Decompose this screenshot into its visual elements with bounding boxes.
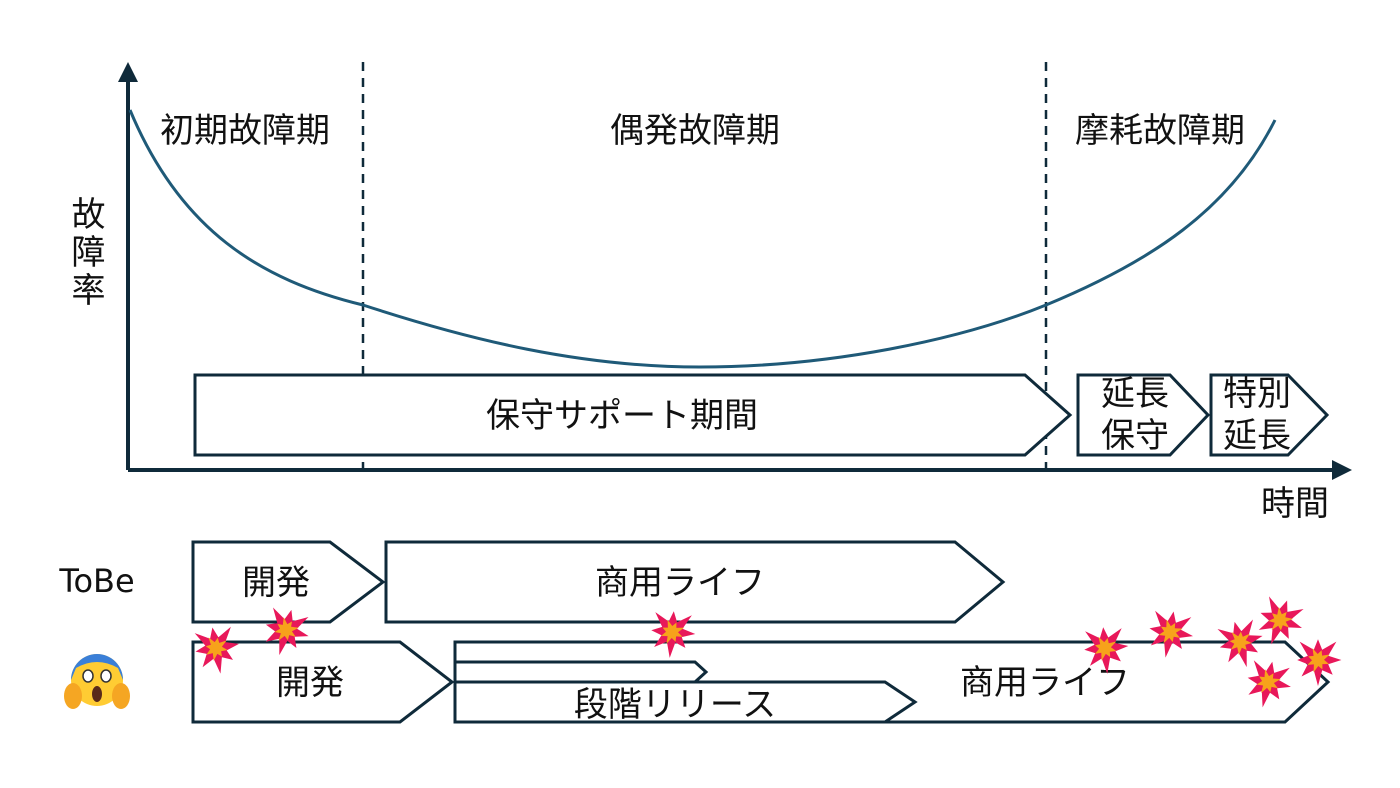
explosion-inner [1307, 648, 1330, 673]
explosion-icon [1258, 596, 1304, 645]
tobe-life-arrow [384, 540, 1006, 624]
explosion-inner [1268, 607, 1293, 631]
extended-support-label-1: 延長 [1101, 374, 1169, 414]
explosion-icon [1084, 627, 1129, 674]
x-axis-arrowhead [1332, 460, 1352, 480]
asis-staged-release-arrow [453, 680, 918, 724]
explosion-inner [661, 619, 685, 644]
asis-dev-label: 開発 [276, 663, 344, 703]
special-extension-label-1: 特別 [1223, 374, 1291, 414]
extended-support-arrow [1076, 373, 1211, 457]
y-axis-label: 故障率 [65, 196, 105, 310]
support-period-label: 保守サポート期間 [486, 396, 758, 436]
special-extension-label-2: 延長 [1223, 416, 1291, 456]
x-axis-label: 時間 [1261, 484, 1329, 524]
explosion-inner [1229, 631, 1252, 655]
explosion-icon [265, 607, 309, 656]
explosion-inner [1256, 669, 1281, 693]
phase-label-early: 初期故障期 [160, 111, 330, 151]
explosion-icon [194, 626, 239, 674]
explosion-icon [1247, 660, 1291, 708]
y-axis-arrowhead [118, 62, 138, 82]
special-extension-arrow [1209, 373, 1330, 457]
explosion-inner [1094, 636, 1117, 661]
phase-label-random: 偶発故障期 [610, 111, 780, 151]
asis-staged-release-arrow-small [453, 660, 709, 684]
tobe-dev-arrow [191, 540, 386, 624]
asis-dev-arrow [191, 640, 455, 724]
support-period-arrow [193, 373, 1073, 457]
explosion-inner [274, 617, 299, 641]
explosion-icon [1217, 619, 1263, 668]
scared-face-icon [64, 654, 130, 709]
explosion-icon [1149, 610, 1193, 658]
tobe-dev-label: 開発 [242, 563, 310, 603]
explosion-inner [205, 637, 228, 661]
tobe-label: ToBe [58, 562, 134, 600]
asis-life-label: 商用ライフ [960, 663, 1130, 703]
tobe-life-label: 商用ライフ [595, 563, 765, 603]
explosion-icon [1297, 639, 1342, 686]
phase-label-wearout: 摩耗故障期 [1075, 111, 1245, 151]
extended-support-label-2: 保守 [1101, 416, 1169, 456]
explosion-icon [651, 611, 696, 658]
asis-staged-release-label: 段階リリース [574, 685, 776, 725]
explosion-inner [1158, 619, 1183, 644]
failure-rate-curve [128, 109, 1277, 369]
